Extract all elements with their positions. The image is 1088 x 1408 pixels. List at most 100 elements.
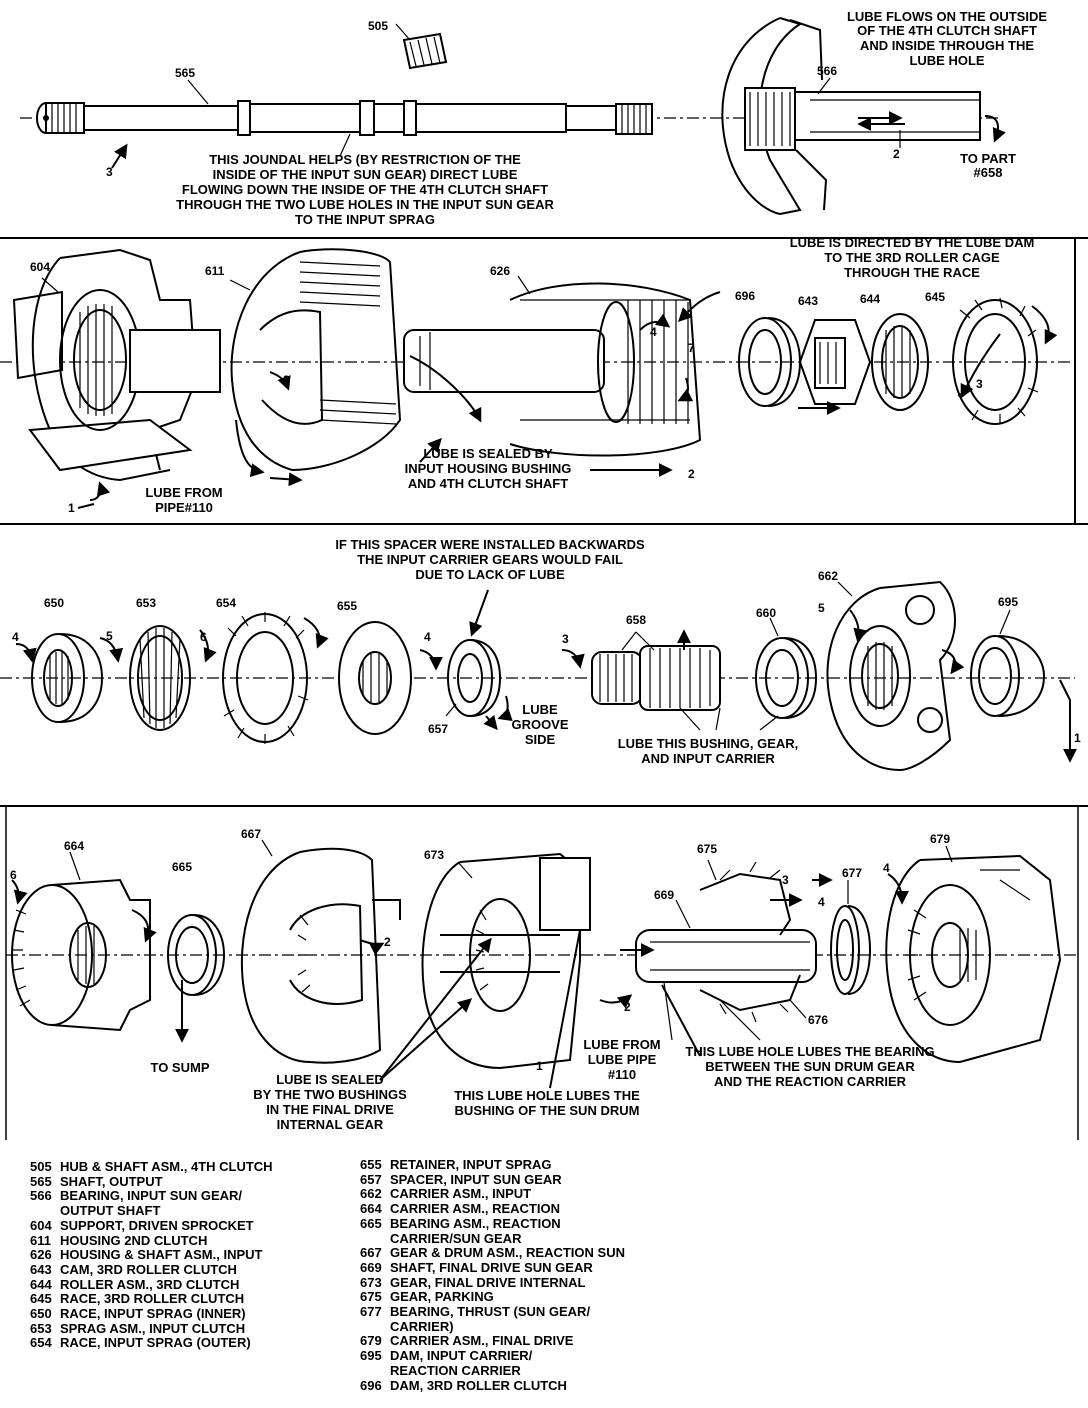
note-sump: TO SUMP	[151, 1060, 210, 1075]
flow-number: 5	[818, 601, 825, 615]
svg-text:THIS JOUNDAL HELPS (BY RESTRIC: THIS JOUNDAL HELPS (BY RESTRICTION OF TH…	[209, 152, 521, 167]
retainer-655	[338, 621, 412, 735]
legend-description: RETAINER, INPUT SPRAG	[390, 1157, 552, 1172]
flow-number: 4	[818, 895, 825, 909]
legend-description: DAM, 3RD ROLLER CLUTCH	[390, 1377, 567, 1393]
flow-number: 4	[650, 325, 657, 339]
race-645	[952, 297, 1058, 425]
note-bearing: THIS LUBE HOLE LUBES THE BEARING BETWEEN…	[685, 1044, 934, 1089]
legend-description: CARRIER ASM., REACTION	[390, 1201, 560, 1217]
panel-housings: 604 611 626 696 643 644 645 2 4 7 3 2 1 …	[0, 235, 1075, 515]
legend-item: 653 SPRAG ASM., INPUT CLUTCH	[30, 1320, 273, 1337]
flow-number: 2	[893, 147, 900, 161]
callout-645: 645	[925, 290, 945, 304]
callout-643: 643	[798, 294, 818, 308]
note-final-sealed: LUBE IS SEALED BY THE TWO BUSHINGS IN TH…	[253, 1072, 407, 1132]
svg-text:INSIDE OF THE INPUT SUN GEAR): INSIDE OF THE INPUT SUN GEAR) DIRECT LUB…	[213, 167, 518, 182]
legend-description: GEAR, PARKING	[390, 1289, 494, 1305]
legend-description: BEARING, THRUST (SUN GEAR/	[390, 1304, 591, 1320]
svg-text:BUSHING OF THE SUN DRUM: BUSHING OF THE SUN DRUM	[455, 1103, 640, 1118]
svg-text:FLOWING DOWN THE INSIDE OF THE: FLOWING DOWN THE INSIDE OF THE 4TH CLUTC…	[182, 182, 548, 197]
legend-code: 644	[30, 1276, 52, 1292]
flow-number: 2	[624, 1000, 631, 1014]
svg-text:AND INSIDE THROUGH THE: AND INSIDE THROUGH THE	[860, 38, 1034, 53]
legend-description: SPRAG ASM., INPUT CLUTCH	[60, 1320, 246, 1336]
race-650	[15, 633, 104, 723]
callout-677: 677	[842, 866, 862, 880]
callout-658: 658	[626, 613, 646, 627]
note-pipe: LUBE FROM PIPE#110	[145, 485, 222, 515]
dam-695	[970, 609, 1077, 763]
reaction-carrier-664	[11, 851, 189, 1043]
svg-text:IF THIS SPACER WERE INSTALLED: IF THIS SPACER WERE INSTALLED BACKWARDS	[335, 537, 645, 552]
legend-description: SHAFT, OUTPUT	[60, 1173, 163, 1189]
legend-code: 657	[360, 1171, 382, 1187]
legend-code: 667	[360, 1245, 382, 1261]
svg-text:BY THE TWO BUSHINGS: BY THE TWO BUSHINGS	[253, 1087, 407, 1102]
legend-code: 653	[30, 1320, 52, 1336]
flow-number: 3	[976, 377, 983, 391]
svg-text:#110: #110	[608, 1067, 636, 1082]
sun-gear-658	[561, 629, 721, 731]
panel-final-drive: 664 665 667 673 675 669 676 677 679 6 2 …	[6, 827, 1078, 1132]
callout-660: 660	[756, 606, 776, 620]
flow-number: 3	[782, 873, 789, 887]
pointer-lines-final	[379, 929, 701, 1089]
callout-505: 505	[368, 19, 388, 33]
svg-text:PIPE#110: PIPE#110	[155, 500, 213, 515]
sun-drum-667	[240, 839, 401, 1064]
legend-item: 679 CARRIER ASM., FINAL DRIVE	[360, 1334, 625, 1349]
support-604	[12, 248, 221, 509]
svg-text:LUBE HOLE: LUBE HOLE	[909, 53, 984, 68]
svg-text:IN THE FINAL DRIVE: IN THE FINAL DRIVE	[266, 1102, 394, 1117]
svg-text:THROUGH THE TWO LUBE HOLES IN: THROUGH THE TWO LUBE HOLES IN THE INPUT …	[176, 197, 554, 212]
legend-description: HOUSING 2ND CLUTCH	[60, 1232, 208, 1248]
legend-description: CARRIER ASM., INPUT	[390, 1186, 532, 1202]
legend-code: 696	[360, 1377, 382, 1393]
final-drive-shaft-669	[599, 899, 817, 1041]
svg-text:LUBE PIPE: LUBE PIPE	[588, 1052, 657, 1067]
legend-description: BEARING ASM., REACTION	[390, 1215, 561, 1231]
callout-654: 654	[216, 596, 236, 610]
flow-number: 2	[384, 935, 391, 949]
panel-borders	[0, 237, 1088, 1140]
note-bushing: LUBE THIS BUSHING, GEAR, AND INPUT CARRI…	[618, 736, 799, 766]
legend-description-continued: CARRIER/SUN GEAR	[390, 1230, 522, 1246]
race-654	[199, 612, 329, 744]
legend-description: SHAFT, FINAL DRIVE SUN GEAR	[390, 1259, 593, 1275]
legend-description: CAM, 3RD ROLLER CLUTCH	[60, 1261, 237, 1277]
cam-643	[798, 319, 872, 405]
legend-description: BEARING, INPUT SUN GEAR/	[60, 1188, 243, 1204]
callout-676: 676	[808, 1013, 828, 1027]
legend-description: SUPPORT, DRIVEN SPROCKET	[60, 1217, 254, 1233]
legend-code: 650	[30, 1306, 52, 1322]
legend-item: 566 BEARING, INPUT SUN GEAR/	[30, 1189, 273, 1204]
output-shaft-565	[36, 100, 653, 136]
panel-output-shaft: 505 565 566 3 2 LUBE FLOWS ON THE OUTSID…	[20, 9, 1047, 227]
legend-code: 679	[360, 1333, 382, 1349]
callout-565: 565	[175, 66, 195, 80]
note-sealed-housing: LUBE IS SEALED BY INPUT HOUSING BUSHING …	[405, 446, 572, 491]
legend-code: 673	[360, 1274, 382, 1290]
note-journal: THIS JOUNDAL HELPS (BY RESTRICTION OF TH…	[176, 152, 554, 227]
roller-644	[871, 313, 929, 411]
svg-text:TO PART: TO PART	[960, 151, 1016, 166]
callout-695: 695	[998, 595, 1018, 609]
housing-611	[229, 248, 402, 487]
legend-description: CARRIER ASM., FINAL DRIVE	[390, 1333, 574, 1349]
note-spacer: IF THIS SPACER WERE INSTALLED BACKWARDS …	[335, 537, 645, 582]
legend-code: 664	[360, 1201, 382, 1217]
legend-code: 643	[30, 1261, 52, 1277]
legend-code: 566	[30, 1188, 52, 1204]
